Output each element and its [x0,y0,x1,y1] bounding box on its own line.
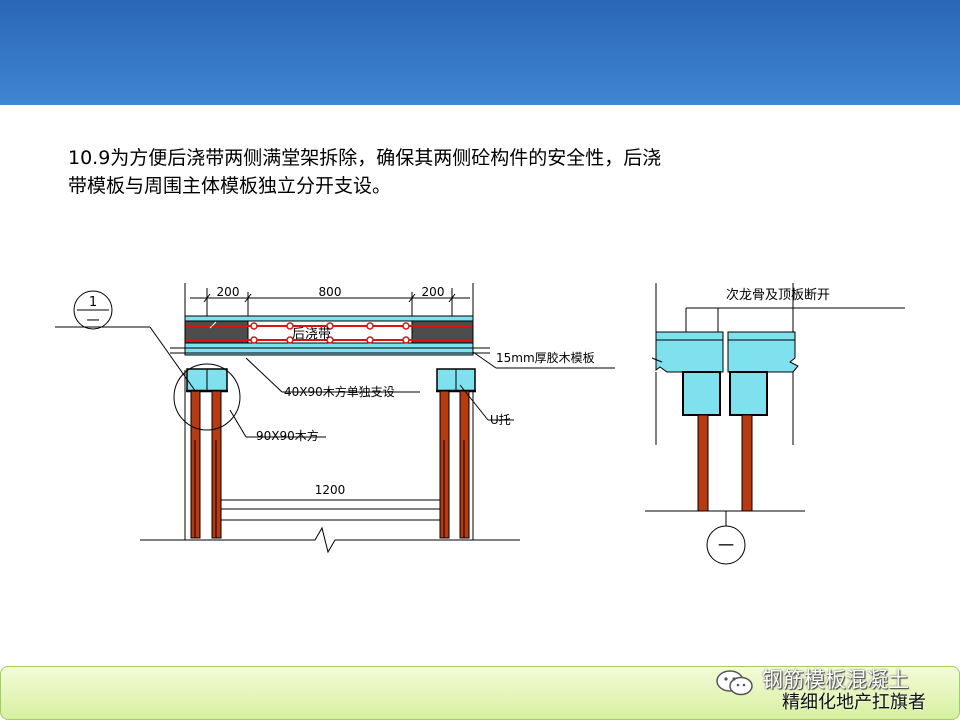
footer-bar [0,666,960,720]
timber-90x90-label: 90X90木方 [256,428,319,443]
left-diagram-labels: 200 800 200 1 一 后浇带 15mm厚胶木模板 40X90木方单独支… [86,285,594,497]
break-label: 次龙骨及顶板断开 [726,287,830,303]
dim-left-text: 200 [217,285,240,299]
dim-mid-text: 800 [319,285,342,299]
section-marker-symbol: 一 [86,314,99,329]
paragraph-line-1: 10.9为方便后浇带两侧满堂架拆除，确保其两侧砼构件的安全性，后浇 [68,147,662,169]
right-diagram-labels: 次龙骨及顶板断开 一 [718,287,830,555]
header-banner [0,0,960,105]
wechat-icon [716,670,753,696]
right-section-marker: 一 [718,536,734,555]
body-paragraph: 10.9为方便后浇带两侧满堂架拆除，确保其两侧砼构件的安全性，后浇 带模板与周围… [68,144,828,200]
watermark-slogan: 精细化地产扛旗者 [782,692,926,713]
formwork-label: 15mm厚胶木模板 [496,350,595,365]
watermark-account-name: 钢筋模板混凝土 [762,668,909,692]
timber-40x90-label: 40X90木方单独支设 [284,384,395,399]
u-support-label: U托 [490,413,511,427]
post-pour-strip-label: 后浇带 [292,327,331,342]
dim-right-text: 200 [422,285,445,299]
left-diagram [55,283,615,554]
span-dimension-text: 1200 [315,483,346,497]
paragraph-line-2: 带模板与周围主体模板独立分开支设。 [68,175,392,197]
right-diagram [645,283,905,565]
section-marker-number: 1 [89,295,97,310]
